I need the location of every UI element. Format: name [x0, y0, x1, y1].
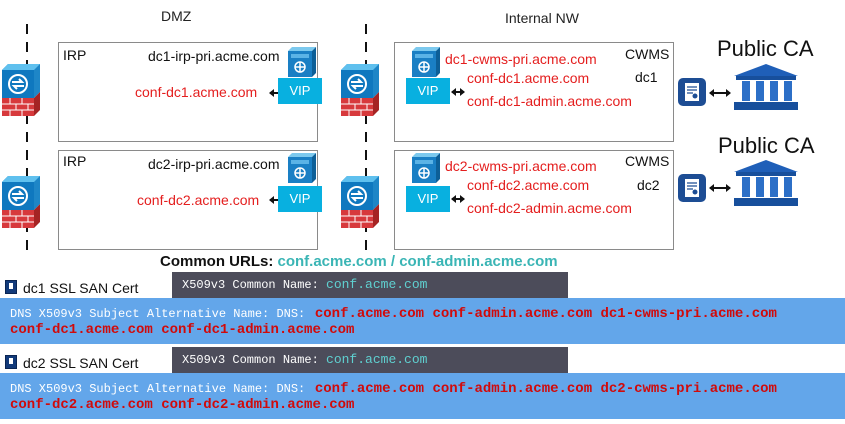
- double-arrow-icon: [709, 89, 731, 97]
- firewall-icon: [341, 64, 379, 116]
- cn-prefix: X509v3 Common Name:: [182, 353, 319, 367]
- public-ca-label: Public CA: [717, 36, 814, 61]
- certificate-icon: [5, 355, 17, 369]
- san-line-2: conf-dc2.acme.com conf-dc2-admin.acme.co…: [10, 397, 355, 413]
- cn-prefix: X509v3 Common Name:: [182, 278, 319, 292]
- zone-label-internal: Internal NW: [505, 10, 579, 26]
- san-line-2: conf-dc1.acme.com conf-dc1-admin.acme.co…: [10, 322, 355, 338]
- public-ca-label: Public CA: [718, 133, 815, 158]
- dc-label: dc1: [635, 69, 658, 85]
- cwms-label: CWMS: [625, 153, 670, 169]
- cwms-admin-url: conf-dc1-admin.acme.com: [467, 93, 632, 109]
- irp-box-dc2: IRP dc2-irp-pri.acme.com conf-dc2.acme.c…: [58, 150, 322, 250]
- irp-conf-url: conf-dc1.acme.com: [135, 84, 258, 100]
- vip-badge: VIP: [278, 186, 322, 212]
- server-icon: [412, 47, 440, 77]
- cwms-host: dc1-cwms-pri.acme.com: [445, 51, 597, 67]
- san-prefix: DNS X509v3 Subject Alternative Name: DNS…: [10, 307, 306, 321]
- double-arrow-icon: [451, 195, 465, 203]
- server-icon: [412, 153, 440, 183]
- common-urls: Common URLs: conf.acme.com / conf-admin.…: [160, 253, 558, 270]
- san-prefix: DNS X509v3 Subject Alternative Name: DNS…: [10, 382, 306, 396]
- cert-title-dc2: dc2 SSL SAN Cert: [5, 355, 138, 371]
- vip-badge: VIP: [406, 186, 450, 212]
- common-urls-value: conf.acme.com / conf-admin.acme.com: [277, 253, 558, 270]
- double-arrow-icon: [451, 88, 465, 96]
- zone-label-dmz: DMZ: [161, 8, 192, 24]
- certificate-icon: [678, 174, 706, 202]
- bank-icon: [734, 64, 798, 110]
- san-line-1: conf.acme.com conf-admin.acme.com dc1-cw…: [314, 306, 777, 322]
- cwms-label: CWMS: [625, 46, 670, 62]
- bank-icon: [734, 160, 798, 206]
- irp-host: dc1-irp-pri.acme.com: [148, 48, 280, 64]
- cwms-admin-url: conf-dc2-admin.acme.com: [467, 200, 632, 216]
- irp-conf-url: conf-dc2.acme.com: [137, 192, 260, 208]
- cert-title-text: dc1 SSL SAN Cert: [23, 280, 139, 296]
- irp-label: IRP: [63, 153, 87, 169]
- double-arrow-icon: [709, 184, 731, 192]
- cwms-conf-url: conf-dc1.acme.com: [467, 70, 590, 86]
- irp-label: IRP: [63, 47, 87, 63]
- irp-host: dc2-irp-pri.acme.com: [148, 156, 280, 172]
- cn-value: conf.acme.com: [326, 352, 428, 367]
- cwms-conf-url: conf-dc2.acme.com: [467, 177, 590, 193]
- firewall-icon: [2, 64, 40, 116]
- common-name-bar-dc2: X509v3 Common Name: conf.acme.com: [172, 347, 568, 373]
- san-bar-dc2: DNS X509v3 Subject Alternative Name: DNS…: [0, 373, 845, 419]
- common-urls-label: Common URLs:: [160, 253, 274, 270]
- san-bar-dc1: DNS X509v3 Subject Alternative Name: DNS…: [0, 298, 845, 344]
- cwms-box-dc1: dc1-cwms-pri.acme.com CWMS dc1 conf-dc1.…: [394, 42, 674, 142]
- certificate-icon: [5, 280, 17, 294]
- server-icon: [288, 47, 316, 77]
- irp-box-dc1: IRP dc1-irp-pri.acme.com conf-dc1.acme.c…: [58, 42, 322, 142]
- cert-title-text: dc2 SSL SAN Cert: [23, 355, 139, 371]
- vip-badge: VIP: [278, 78, 322, 104]
- firewall-icon: [341, 176, 379, 228]
- cwms-host: dc2-cwms-pri.acme.com: [445, 158, 597, 174]
- firewall-icon: [2, 176, 40, 228]
- dc-label: dc2: [637, 177, 660, 193]
- vip-badge: VIP: [406, 78, 450, 104]
- cwms-box-dc2: dc2-cwms-pri.acme.com CWMS dc2 conf-dc2.…: [394, 150, 674, 250]
- san-line-1: conf.acme.com conf-admin.acme.com dc2-cw…: [314, 381, 777, 397]
- cn-value: conf.acme.com: [326, 277, 428, 292]
- server-icon: [288, 153, 316, 183]
- certificate-icon: [678, 78, 706, 106]
- common-name-bar-dc1: X509v3 Common Name: conf.acme.com: [172, 272, 568, 298]
- cert-title-dc1: dc1 SSL SAN Cert: [5, 280, 138, 296]
